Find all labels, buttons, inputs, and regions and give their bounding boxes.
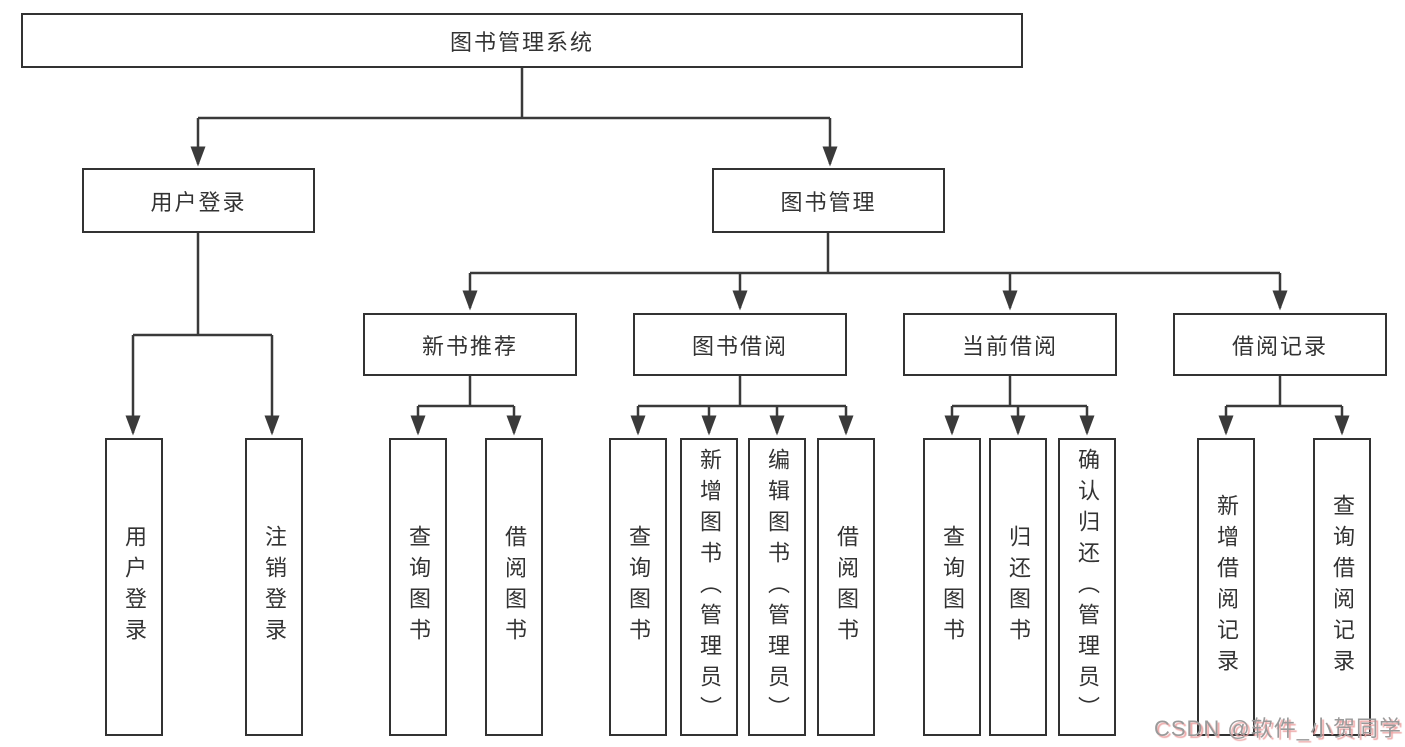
leaf-label: 借阅图书 [834, 525, 859, 649]
node-new-book-recommend: 新书推荐 [363, 313, 577, 376]
node-book-management: 图书管理 [712, 168, 945, 233]
leaf-label: 归还图书 [1006, 525, 1031, 649]
node-library-system: 图书管理系统 [21, 13, 1023, 68]
node-label: 新书推荐 [421, 333, 518, 359]
node-label: 借阅记录 [1231, 333, 1328, 359]
leaf-logout: 注销登录 [245, 438, 303, 736]
leaf-label: 查询图书 [626, 525, 651, 649]
leaf-label: 注销登录 [262, 525, 287, 649]
leaf-confirm-return-admin: 确认归还（管理员） [1058, 438, 1116, 736]
leaf-query-borrow-record: 查询借阅记录 [1313, 438, 1371, 736]
leaf-label: 用户登录 [122, 525, 147, 649]
leaf-borrow-book-2: 借阅图书 [817, 438, 875, 736]
leaf-label: 确认归还（管理员） [1075, 447, 1100, 727]
leaf-label: 借阅图书 [502, 525, 527, 649]
leaf-label: 新增图书（管理员） [697, 447, 722, 727]
node-label: 图书管理系统 [449, 29, 594, 55]
node-current-borrow: 当前借阅 [903, 313, 1117, 376]
leaf-label: 查询借阅记录 [1330, 494, 1355, 680]
leaf-edit-book-admin: 编辑图书（管理员） [748, 438, 806, 736]
node-book-borrow: 图书借阅 [633, 313, 847, 376]
node-user-login: 用户登录 [82, 168, 315, 233]
node-label: 图书借阅 [691, 333, 788, 359]
leaf-borrow-book-1: 借阅图书 [485, 438, 543, 736]
node-borrow-record: 借阅记录 [1173, 313, 1387, 376]
leaf-query-book-2: 查询图书 [609, 438, 667, 736]
leaf-add-borrow-record: 新增借阅记录 [1197, 438, 1255, 736]
leaf-label: 编辑图书（管理员） [765, 447, 790, 727]
leaf-query-book-3: 查询图书 [923, 438, 981, 736]
leaf-label: 查询图书 [940, 525, 965, 649]
leaf-label: 查询图书 [406, 525, 431, 649]
node-label: 当前借阅 [961, 333, 1058, 359]
node-label: 图书管理 [780, 189, 877, 215]
leaf-label: 新增借阅记录 [1214, 494, 1239, 680]
leaf-user-login: 用户登录 [105, 438, 163, 736]
leaf-query-book-1: 查询图书 [389, 438, 447, 736]
leaf-add-book-admin: 新增图书（管理员） [680, 438, 738, 736]
leaf-return-book: 归还图书 [989, 438, 1047, 736]
node-label: 用户登录 [150, 189, 247, 215]
